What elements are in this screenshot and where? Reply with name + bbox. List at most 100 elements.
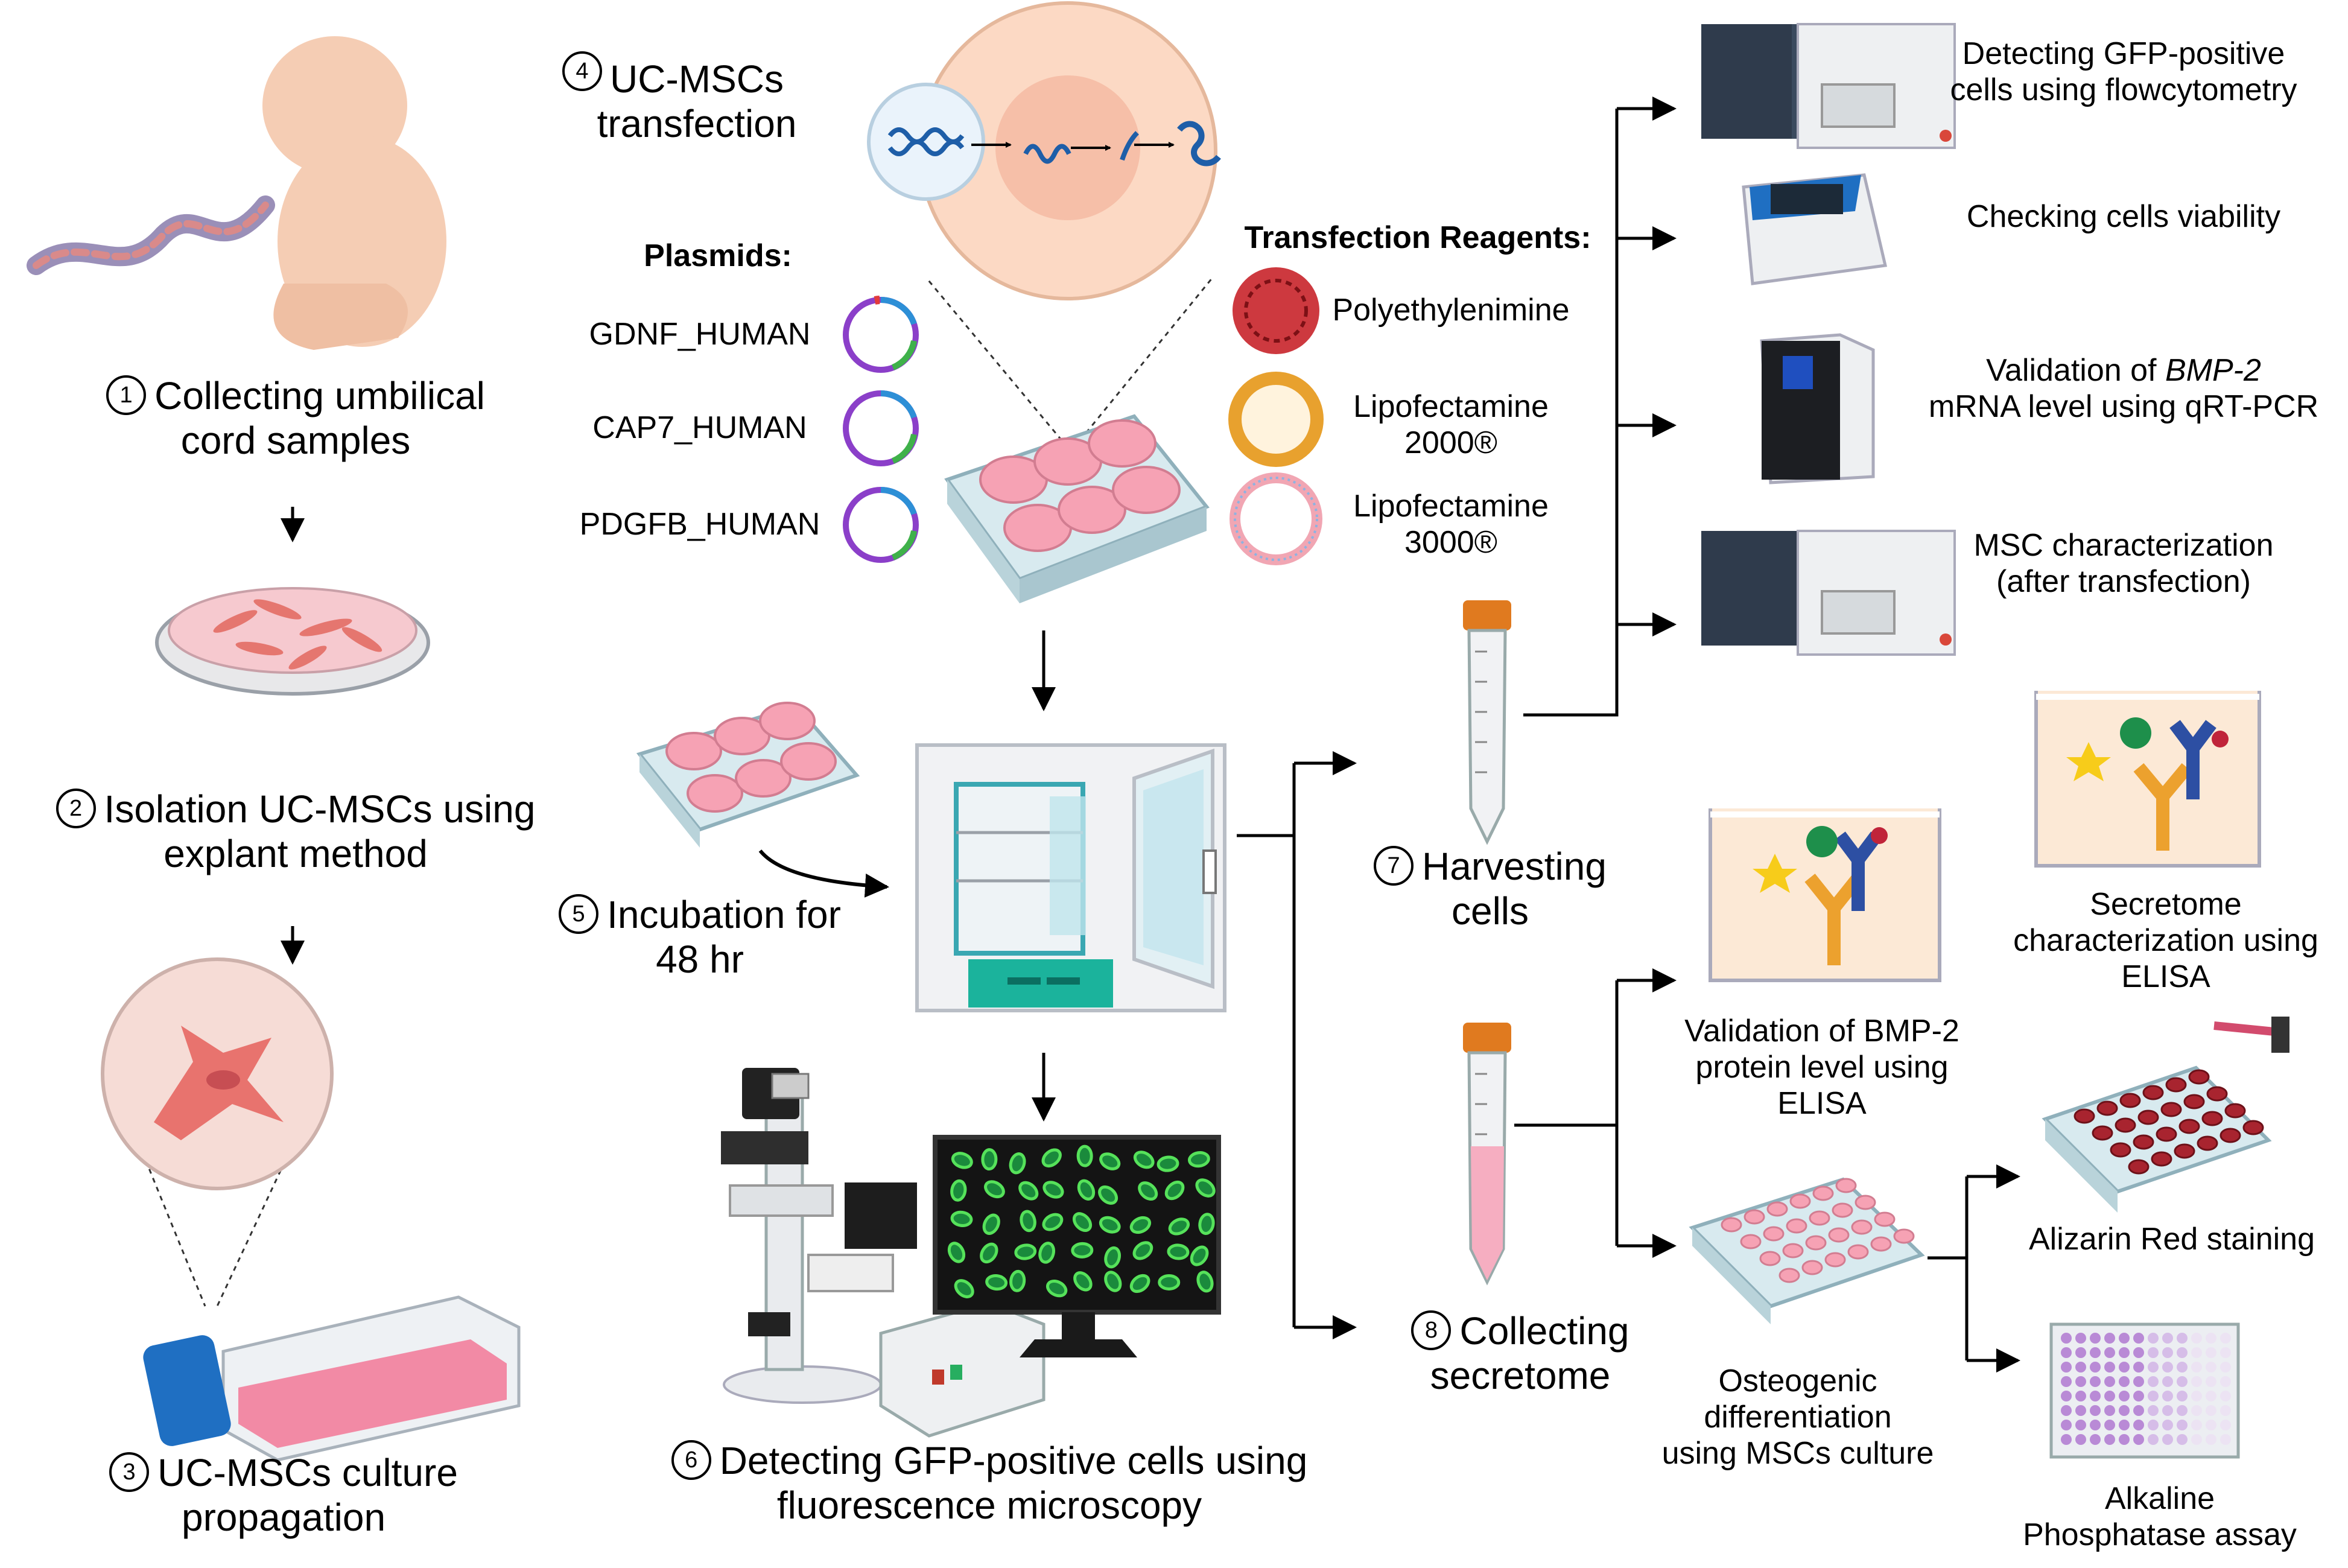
well xyxy=(2191,1405,2202,1416)
well xyxy=(2162,1405,2173,1416)
step-2-line2: explant method xyxy=(163,832,428,876)
well xyxy=(2162,1347,2173,1358)
well xyxy=(2061,1333,2072,1344)
controller-box-icon xyxy=(879,1301,1045,1438)
well xyxy=(2142,1085,2164,1100)
well xyxy=(2090,1405,2101,1416)
well xyxy=(2148,1391,2159,1401)
gfp-cell xyxy=(1073,1271,1093,1292)
well xyxy=(2075,1362,2086,1373)
well xyxy=(2133,1391,2144,1401)
well xyxy=(2104,1434,2115,1445)
well xyxy=(2090,1420,2101,1430)
output-osteo-line2: differentiation xyxy=(1704,1399,1892,1435)
well xyxy=(1740,1234,1762,1249)
petri-dish-icon xyxy=(155,587,430,696)
output-alizarin: Alizarin Red staining xyxy=(2028,1222,2315,1257)
well xyxy=(1782,1243,1804,1259)
well xyxy=(2162,1362,2173,1373)
plasmid-item-gdnf: GDNF_HUMAN xyxy=(589,317,811,352)
well xyxy=(2220,1376,2231,1387)
well xyxy=(2201,1111,2223,1126)
well xyxy=(2188,1069,2210,1085)
well xyxy=(2119,1362,2130,1373)
step-5-badge: 5 xyxy=(559,894,599,935)
monitor-icon xyxy=(933,1135,1221,1357)
well xyxy=(2061,1391,2072,1401)
output-alp-line1: Alkaline xyxy=(2104,1481,2215,1516)
gfp-cell xyxy=(1196,1271,1214,1293)
well xyxy=(1805,1235,1827,1251)
well xyxy=(1801,1260,1823,1275)
well xyxy=(2075,1391,2086,1401)
gfp-cell xyxy=(982,1213,1000,1235)
well xyxy=(2242,1120,2264,1135)
alizarin-plate-icon xyxy=(2042,1017,2289,1213)
well xyxy=(2191,1333,2202,1344)
step-6-line1: Detecting GFP-positive cells using xyxy=(719,1439,1308,1482)
gfp-cell xyxy=(1164,1180,1185,1201)
well xyxy=(2090,1376,2101,1387)
well xyxy=(2206,1347,2216,1358)
well xyxy=(2177,1434,2188,1445)
fetus-icon xyxy=(27,36,446,350)
well xyxy=(2074,1108,2095,1124)
well xyxy=(2119,1420,2130,1430)
well xyxy=(2191,1362,2202,1373)
well xyxy=(2206,1362,2216,1373)
well xyxy=(1832,1202,1853,1218)
well xyxy=(2104,1376,2115,1387)
output-bmp2-line1: Validation of BMP-2 xyxy=(1684,1014,1959,1049)
well xyxy=(2090,1391,2101,1401)
well xyxy=(2191,1347,2202,1358)
gfp-cell xyxy=(1168,1217,1190,1236)
well xyxy=(2090,1333,2101,1344)
osteo-well-plate-icon xyxy=(1689,1177,1925,1324)
reagent-lipo2000-name: Lipofectamine xyxy=(1353,389,1549,424)
gfp-cell xyxy=(985,1274,1008,1291)
well xyxy=(2090,1347,2101,1358)
well xyxy=(2104,1405,2115,1416)
gfp-cell xyxy=(950,1179,967,1202)
well xyxy=(2197,1135,2218,1151)
output-qpcr-line2: mRNA level using qRT-PCR xyxy=(1928,389,2319,424)
well xyxy=(1874,1211,1896,1227)
well xyxy=(2075,1434,2086,1445)
well xyxy=(2104,1391,2115,1401)
step-4-badge: 4 xyxy=(562,51,602,91)
gfp-cell xyxy=(1038,1242,1056,1264)
well xyxy=(2206,1434,2216,1445)
output-msc-characterization: MSC characterization(after transfection) xyxy=(1918,528,2329,600)
step-1-line1: Collecting umbilical xyxy=(154,374,485,417)
cell-counter-icon xyxy=(1742,173,1888,285)
well xyxy=(2119,1093,2141,1108)
well xyxy=(2104,1333,2115,1344)
well xyxy=(2110,1142,2131,1158)
well xyxy=(2061,1362,2072,1373)
gfp-cell xyxy=(1129,1274,1150,1293)
well xyxy=(2119,1405,2130,1416)
well xyxy=(2165,1077,2187,1093)
well xyxy=(2075,1405,2086,1416)
step-4-line2: transfection xyxy=(597,101,797,145)
well xyxy=(2162,1376,2173,1387)
well xyxy=(2133,1333,2144,1344)
gfp-cell xyxy=(1072,1212,1093,1232)
well xyxy=(2178,1119,2200,1134)
step-6-line2: fluorescence microscopy xyxy=(776,1484,1202,1528)
gfp-cell xyxy=(1042,1181,1064,1199)
gfp-cell xyxy=(950,1210,973,1227)
well xyxy=(1835,1178,1857,1193)
well xyxy=(2119,1347,2130,1358)
well xyxy=(2177,1405,2188,1416)
gfp-cell xyxy=(1158,1274,1181,1290)
gfp-cell xyxy=(951,1152,973,1169)
gfp-cell xyxy=(1009,1152,1026,1175)
well xyxy=(2075,1333,2086,1344)
well xyxy=(1789,1193,1811,1209)
